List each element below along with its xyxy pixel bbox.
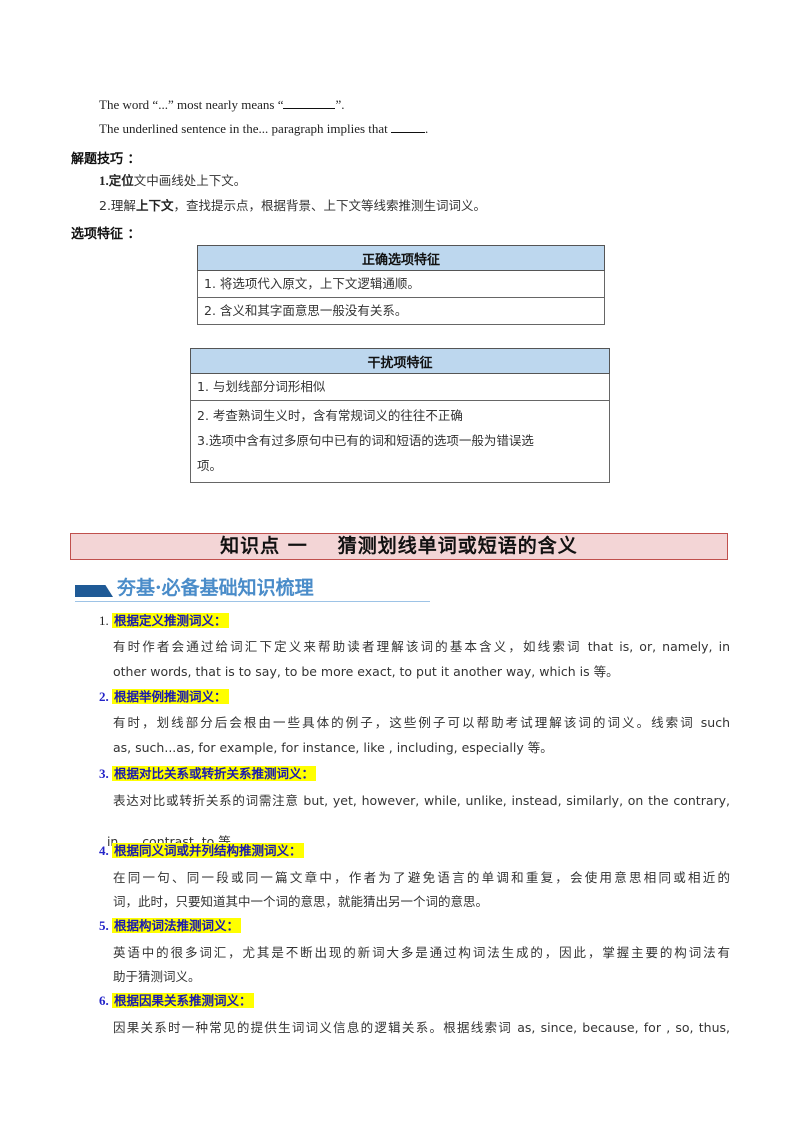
table-cell-line: 3.选项中含有过多原句中已有的词和短语的选项一般为错误选 <box>197 433 534 448</box>
method-5-line-2: 助于猜测词义。 <box>113 969 201 985</box>
knowledge-point-banner: 知识点 一 猜测划线单词或短语的含义 <box>70 533 728 560</box>
method-1-line-2: other words, that is to say, to be more … <box>113 664 619 680</box>
method-title: 根据因果关系推测词义： <box>112 993 254 1008</box>
question-stem-word-meaning: The word “...” most nearly means “ ”. <box>99 97 345 113</box>
table-row: 1. 将选项代入原文，上下文逻辑通顺。 <box>197 270 605 298</box>
method-num: 3. <box>99 766 109 781</box>
method-title: 根据举例推测词义： <box>112 689 229 704</box>
method-3-heading: 3. 根据对比关系或转折关系推测词义： <box>99 766 317 782</box>
method-text: other words, that is to say, to be more … <box>113 664 619 679</box>
tip-num: 2.理解 <box>99 198 136 213</box>
question-stem-sentence-implies: The underlined sentence in the... paragr… <box>99 121 428 137</box>
tip-bold: 定位 <box>108 173 134 188</box>
method-text: 词，此时，只要知道其中一个词的意思，就能猜出另一个词的意思。 <box>113 894 489 909</box>
table-cell-line: 项。 <box>197 458 223 473</box>
banner-title: 猜测划线单词或短语的含义 <box>337 535 578 557</box>
method-5-heading: 5. 根据构词法推测词义： <box>99 918 242 934</box>
stem-prefix: The underlined sentence in the... paragr… <box>99 121 392 136</box>
answer-blank <box>283 97 336 109</box>
method-text: 有时作者会通过给词汇下定义来帮助读者理解该词的基本含义，如线索词 that is… <box>113 639 730 654</box>
tip-text: 文中画线处上下文。 <box>133 173 247 188</box>
tip-text: ，查找提示点，根据背景、上下文等线索推测生词词义。 <box>173 198 486 213</box>
stem-suffix: ”. <box>335 97 345 112</box>
method-1-heading: 1. 根据定义推测词义： <box>99 613 229 629</box>
method-title: 根据对比关系或转折关系推测词义： <box>112 766 317 781</box>
tip-num: 1. <box>99 173 109 188</box>
method-2-line-1: 有时，划线部分后会根由一些具体的例子，这些例子可以帮助考试理解该词的词义。线索词… <box>113 715 730 731</box>
correct-option-table: 正确选项特征 1. 将选项代入原文，上下文逻辑通顺。 2. 含义和其字面意思一般… <box>197 245 605 325</box>
stem-suffix: . <box>425 121 429 136</box>
table-cell-line: 2. 考查熟词生义时，含有常规词义的往往不正确 <box>197 408 463 423</box>
table-row: 2. 含义和其字面意思一般没有关系。 <box>197 297 605 325</box>
section-bar-icon <box>75 585 113 597</box>
answer-blank <box>391 121 426 133</box>
method-text: 助于猜测词义。 <box>113 969 201 984</box>
tip-item-1: 1.定位文中画线处上下文。 <box>99 173 246 189</box>
tip-item-2: 2.理解上下文，查找提示点，根据背景、上下文等线索推测生词词义。 <box>99 198 486 214</box>
distractor-table: 干扰项特征 1. 与划线部分词形相似 2. 考查熟词生义时，含有常规词义的往往不… <box>190 348 610 483</box>
method-text: 因果关系时一种常见的提供生词词义信息的逻辑关系。根据线索词 as, since,… <box>113 1020 730 1035</box>
method-num: 4. <box>99 843 109 858</box>
section-title: 夯基·必备基础知识梳理 <box>117 577 314 599</box>
method-title: 根据定义推测词义： <box>112 613 229 628</box>
section-header: 夯基·必备基础知识梳理 <box>75 571 430 602</box>
banner-label: 知识点 一 <box>220 535 308 557</box>
method-4-line-1: 在同一句、同一段或同一篇文章中，作者为了避免语言的单调和重复，会使用意思相同或相… <box>113 870 730 886</box>
method-6-heading: 6. 根据因果关系推测词义： <box>99 993 254 1009</box>
tips-heading: 解题技巧 ： <box>71 152 141 167</box>
method-3-line-1: 表达对比或转折关系的词需注意 but, yet, however, while,… <box>113 793 730 809</box>
table-row: 1. 与划线部分词形相似 <box>190 373 610 401</box>
tip-bold: 上下文 <box>135 198 174 213</box>
method-text: 有时，划线部分后会根由一些具体的例子，这些例子可以帮助考试理解该词的词义。线索词… <box>113 715 730 730</box>
method-text: 英语中的很多词汇，尤其是不断出现的新词大多是通过构词法生成的，因此，掌握主要的构… <box>113 945 730 960</box>
method-2-line-2: as, such...as, for example, for instance… <box>113 740 553 756</box>
method-num: 5. <box>99 918 109 933</box>
stem-prefix: The word “...” most nearly means “ <box>99 97 284 112</box>
table-row: 2. 考查熟词生义时，含有常规词义的往往不正确 3.选项中含有过多原句中已有的词… <box>190 400 610 483</box>
method-num: 6. <box>99 993 109 1008</box>
method-text: as, such...as, for example, for instance… <box>113 740 553 755</box>
correct-option-table-header: 正确选项特征 <box>197 245 605 271</box>
method-4-heading: 4. 根据同义词或并列结构推测词义： <box>99 843 304 859</box>
option-features-heading: 选项特征 ： <box>71 227 141 242</box>
method-num: 2. <box>99 689 109 704</box>
method-1-line-1: 有时作者会通过给词汇下定义来帮助读者理解该词的基本含义，如线索词 that is… <box>113 639 730 655</box>
method-text: 在同一句、同一段或同一篇文章中，作者为了避免语言的单调和重复，会使用意思相同或相… <box>113 870 730 885</box>
method-4-line-2: 词，此时，只要知道其中一个词的意思，就能猜出另一个词的意思。 <box>113 894 488 910</box>
method-num: 1. <box>99 613 109 628</box>
method-5-line-1: 英语中的很多词汇，尤其是不断出现的新词大多是通过构词法生成的，因此，掌握主要的构… <box>113 945 730 961</box>
method-title: 根据同义词或并列结构推测词义： <box>112 843 304 858</box>
method-6-line-1: 因果关系时一种常见的提供生词词义信息的逻辑关系。根据线索词 as, since,… <box>113 1020 730 1036</box>
distractor-table-header: 干扰项特征 <box>190 348 610 374</box>
method-title: 根据构词法推测词义： <box>112 918 242 933</box>
method-2-heading: 2. 根据举例推测词义： <box>99 689 229 705</box>
method-text: 表达对比或转折关系的词需注意 but, yet, however, while,… <box>113 793 730 808</box>
